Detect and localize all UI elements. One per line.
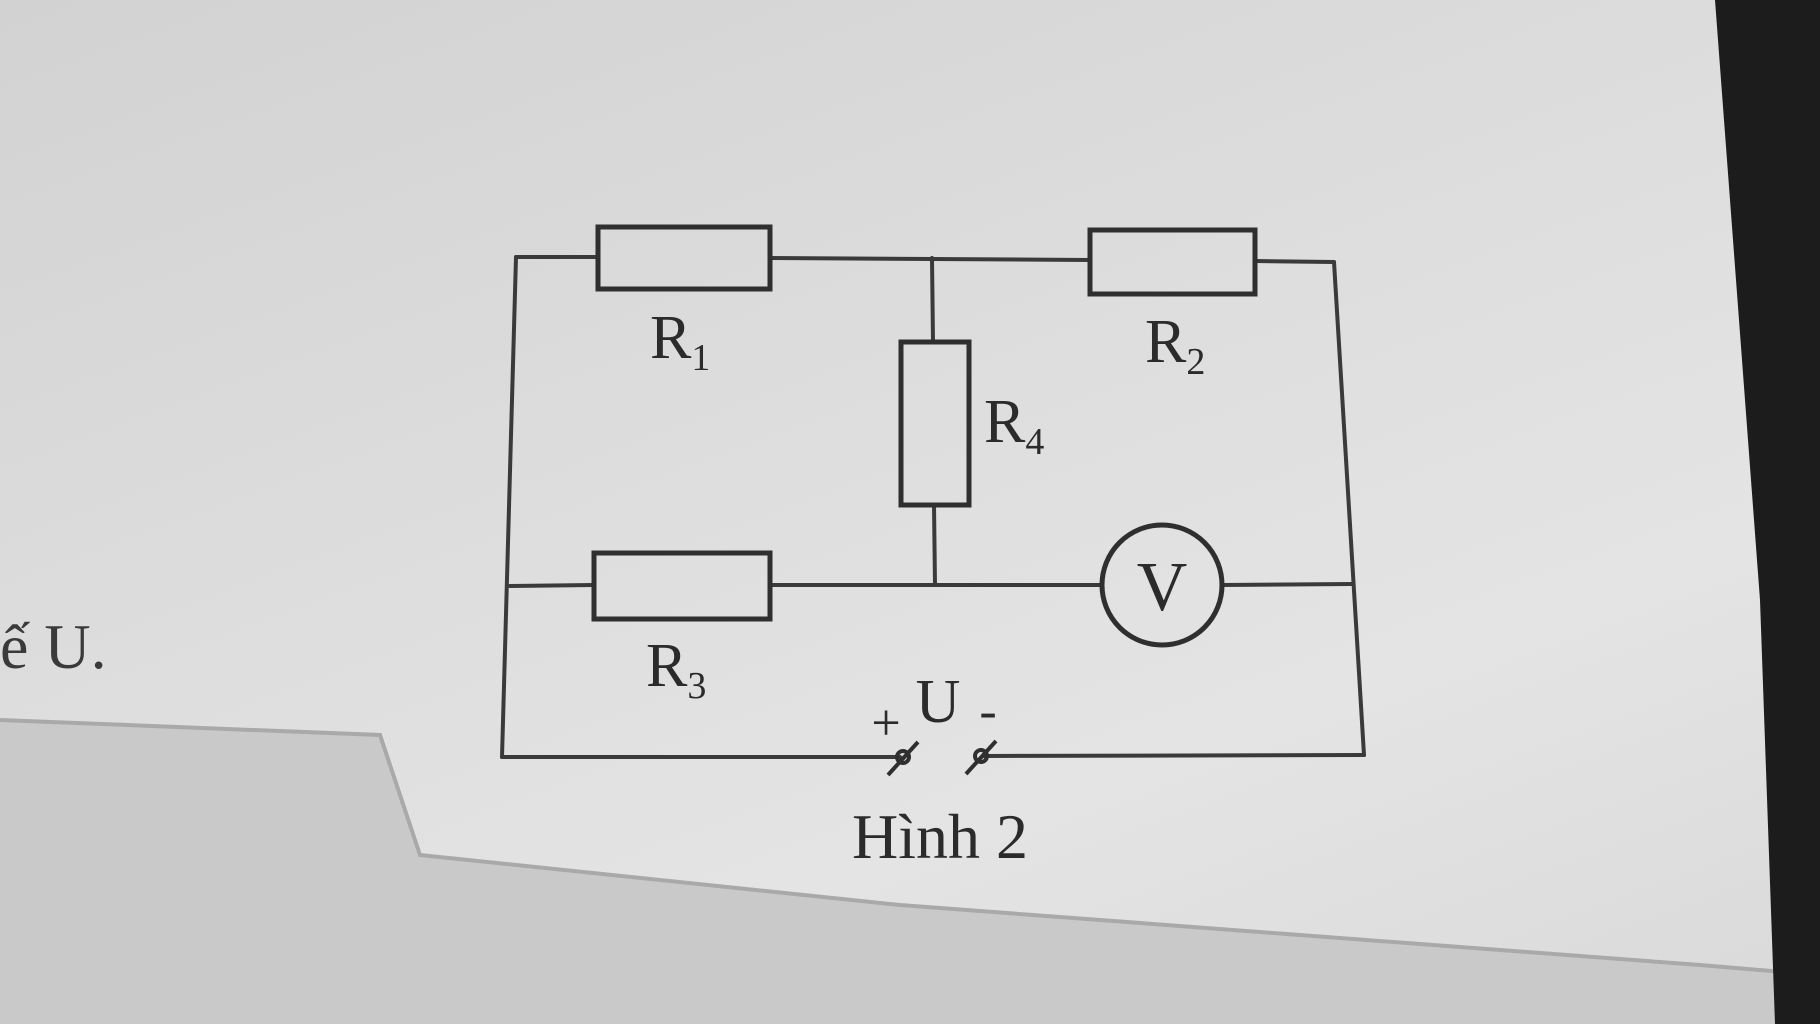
- source-plus-sign: +: [871, 695, 900, 752]
- terminal-plus-slash: [886, 740, 920, 777]
- wire-r4-bottom: [932, 503, 937, 587]
- dark-background-edge: [1715, 0, 1820, 1024]
- label-r1: R1: [650, 304, 710, 379]
- voltmeter: V: [1099, 522, 1225, 648]
- terminal-plus: [895, 749, 911, 765]
- terminal-minus-slash: [964, 739, 998, 776]
- voltage-source: + U -: [871, 668, 998, 777]
- wire-bottom-right: [982, 753, 1366, 758]
- voltmeter-symbol: V: [1137, 549, 1188, 626]
- resistor-r1: [595, 224, 773, 292]
- source-label: U: [916, 668, 961, 736]
- voltmeter-circle: [1099, 522, 1225, 648]
- lower-sheet: [0, 720, 1820, 1024]
- resistor-r3: [591, 550, 773, 622]
- figure-caption: Hình 2: [852, 801, 1028, 872]
- wire-mid-left: [508, 583, 596, 588]
- terminal-minus: [973, 748, 989, 764]
- label-r3: R3: [646, 632, 706, 707]
- wire-top-right: [1253, 259, 1336, 264]
- lower-sheet-edge-line: [0, 718, 1820, 977]
- label-r2: R2: [1145, 308, 1205, 383]
- wire-right: [1332, 260, 1366, 757]
- resistor-r4: [898, 339, 972, 508]
- source-minus-sign: -: [979, 683, 996, 740]
- side-text-fragment: ế U.: [0, 611, 107, 682]
- wire-left: [500, 255, 518, 759]
- wire-mid-right: [1220, 582, 1354, 587]
- label-r4: R4: [984, 388, 1044, 463]
- wire-r4-top: [930, 256, 935, 344]
- circuit-wires: [500, 255, 1366, 759]
- wire-top-middle: [768, 256, 1092, 262]
- resistor-r2: [1087, 227, 1258, 297]
